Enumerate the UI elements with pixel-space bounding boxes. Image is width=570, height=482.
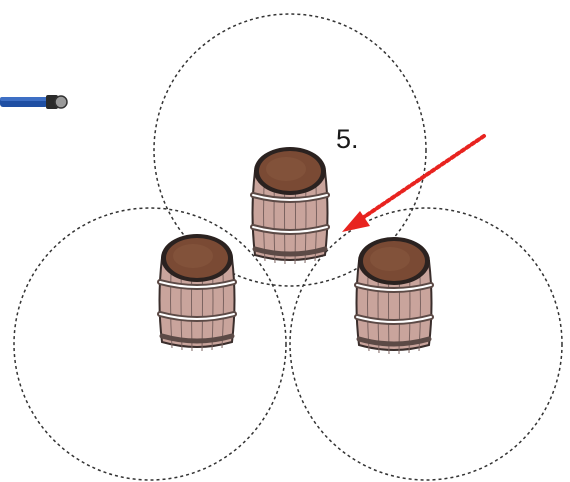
barrel-icon xyxy=(357,237,432,354)
step-label: 5. xyxy=(336,124,359,154)
arrow-icon xyxy=(342,134,486,232)
coverage-circle-top xyxy=(153,13,427,287)
barrel-icon xyxy=(253,147,328,264)
coverage-circle-right xyxy=(289,207,563,481)
barrel-icon xyxy=(160,234,235,351)
hose-nozzle-icon xyxy=(0,95,68,109)
coverage-circle-left xyxy=(13,207,287,481)
